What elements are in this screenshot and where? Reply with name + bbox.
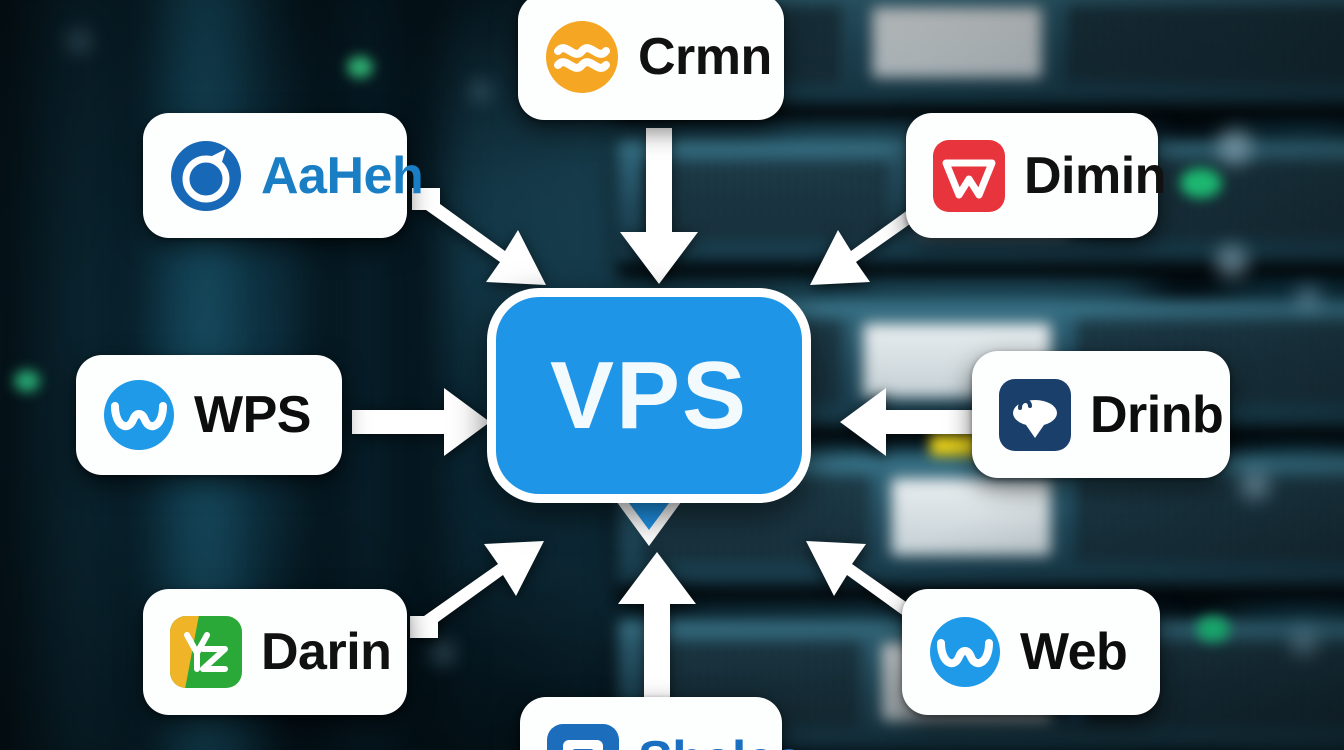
arrow-darin-to-vps bbox=[410, 541, 544, 638]
bokeh-dot-2 bbox=[1216, 245, 1248, 277]
vps-center-node[interactable]: VPS bbox=[487, 288, 811, 546]
status-led-green-2 bbox=[1196, 616, 1230, 642]
card-shalee[interactable]: Shalee bbox=[520, 697, 803, 750]
card-drinb-label: Drinb bbox=[1090, 385, 1224, 444]
card-dimin[interactable]: Dimin bbox=[906, 113, 1166, 238]
card-crmn[interactable]: Crmn bbox=[518, 0, 784, 120]
dimin-w-square-icon bbox=[932, 139, 1006, 213]
drinb-chat-square-icon bbox=[998, 378, 1072, 452]
bokeh-dot-3 bbox=[1296, 286, 1320, 310]
bokeh-dot-1 bbox=[1218, 130, 1252, 164]
card-aaheh[interactable]: AaHeh bbox=[143, 113, 424, 238]
bokeh-dot-7 bbox=[470, 80, 492, 102]
card-darin[interactable]: Darin bbox=[143, 589, 407, 715]
arrow-crmn-to-vps bbox=[620, 128, 698, 284]
status-led-green-3 bbox=[347, 56, 373, 78]
web-w-circle-icon bbox=[928, 615, 1002, 689]
card-darin-label: Darin bbox=[261, 623, 392, 681]
vps-label: VPS bbox=[549, 341, 749, 449]
darin-yz-square-icon bbox=[169, 615, 243, 689]
card-wps-label: WPS bbox=[194, 386, 311, 444]
vps-bubble[interactable]: VPS bbox=[487, 288, 811, 503]
status-led-green-4 bbox=[14, 370, 40, 392]
crmn-wave-circle-icon bbox=[544, 19, 620, 95]
arrow-wps-to-vps bbox=[352, 388, 490, 456]
arrow-aaheh-to-vps bbox=[412, 188, 546, 285]
bokeh-dot-6 bbox=[66, 28, 92, 54]
arrow-shalee-to-vps bbox=[618, 552, 696, 708]
card-web[interactable]: Web bbox=[902, 589, 1160, 715]
aaheh-target-circle-icon bbox=[169, 139, 243, 213]
status-led-green-1 bbox=[1180, 168, 1222, 198]
card-shalee-label: Shalee bbox=[638, 734, 803, 750]
card-wps[interactable]: WPS bbox=[76, 355, 342, 475]
card-aaheh-label: AaHeh bbox=[261, 146, 424, 205]
card-dimin-label: Dimin bbox=[1024, 146, 1166, 205]
wps-w-circle-icon bbox=[102, 378, 176, 452]
card-drinb[interactable]: Drinb bbox=[972, 351, 1230, 478]
arrow-drinb-to-vps bbox=[840, 388, 978, 456]
card-crmn-label: Crmn bbox=[638, 28, 772, 86]
card-web-label: Web bbox=[1020, 623, 1128, 681]
bokeh-dot-5 bbox=[1290, 628, 1318, 656]
shalee-square-icon bbox=[546, 723, 620, 750]
bokeh-dot-4 bbox=[1240, 470, 1270, 500]
